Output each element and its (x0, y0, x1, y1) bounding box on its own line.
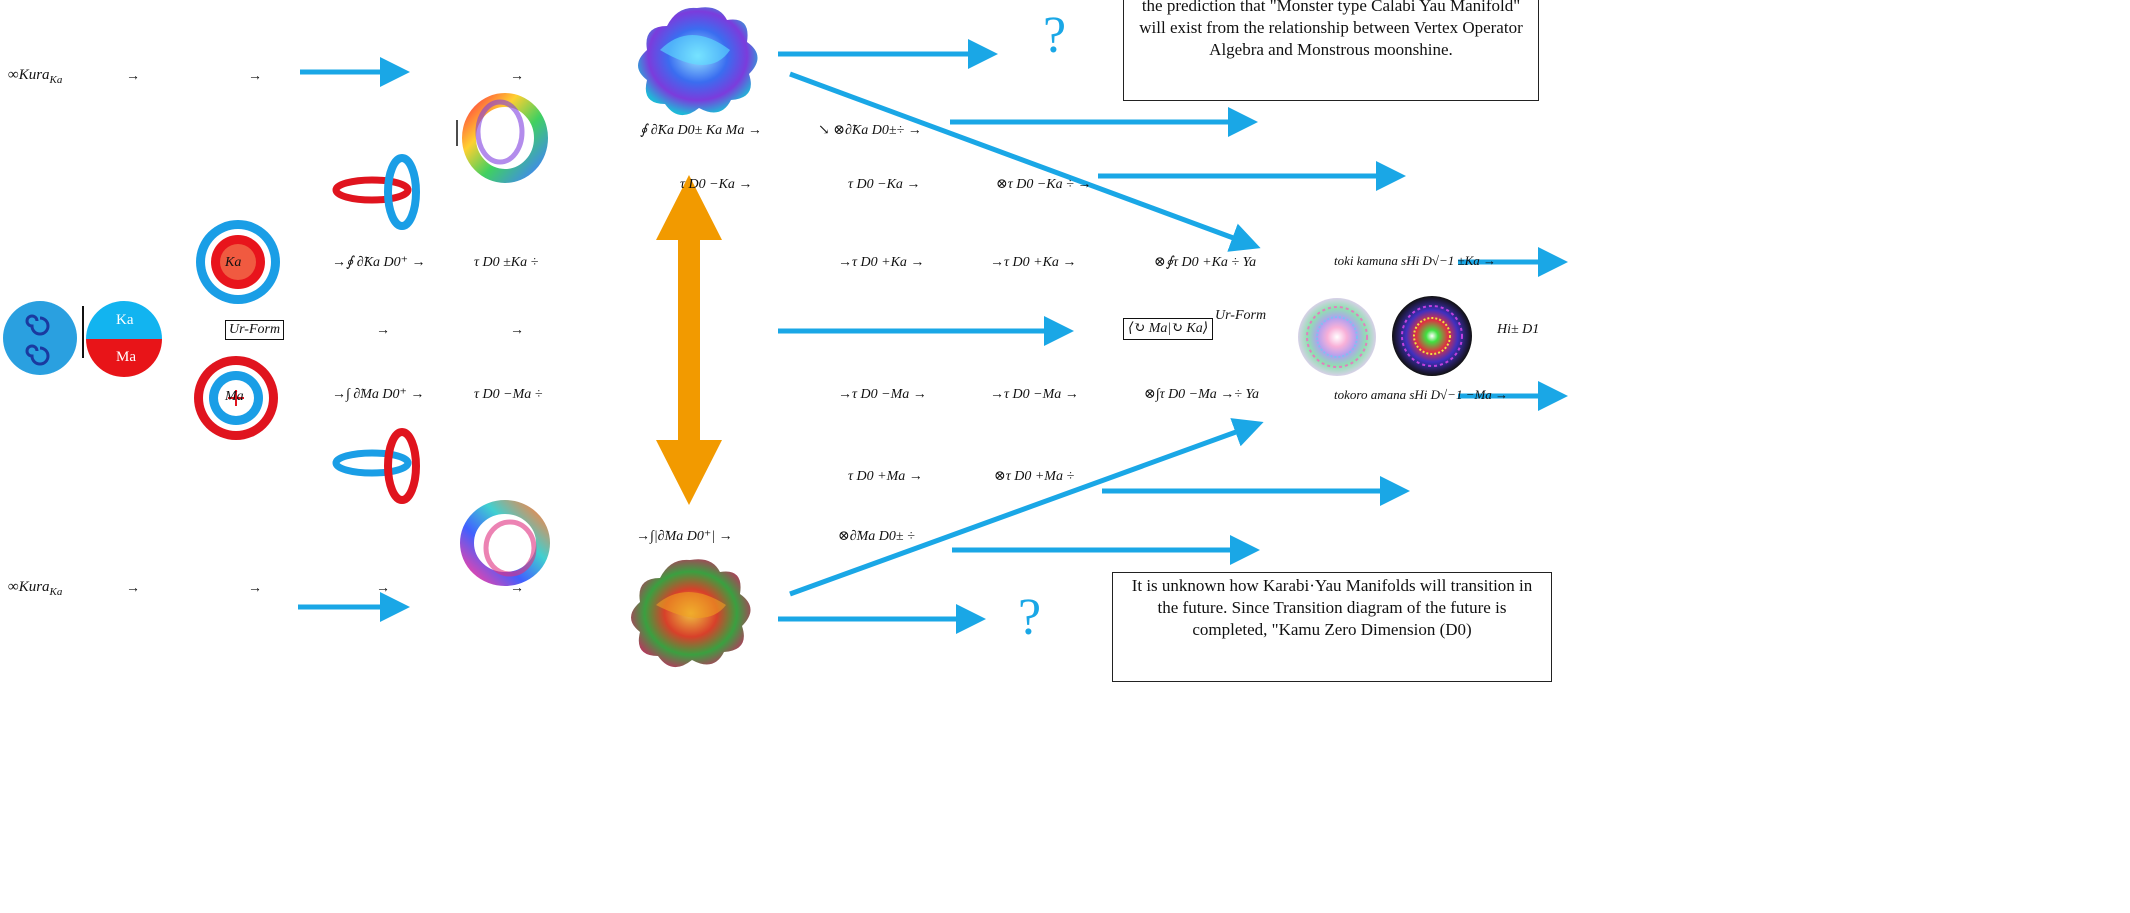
calabi-yau-top-icon (638, 7, 758, 116)
mandala-dark-icon (1392, 296, 1472, 376)
linked-rings-top-icon (332, 154, 420, 230)
formula-r3-a: →∮ ∂̃Ka D0⁺ → (332, 255, 426, 270)
rainbow-torus-top-icon (456, 93, 548, 183)
hi-label: Hi± D1 (1497, 322, 1540, 337)
kura-bottom-label: ∞KuraKa (8, 580, 62, 598)
note-bottom: It is unknown how Karabi·Yau Manifolds w… (1112, 572, 1552, 682)
question-mark-top: ? (1043, 7, 1067, 64)
formula-r3-d: →τ D0 +Ka → (990, 255, 1077, 270)
kura-bottom-sub: Ka (49, 586, 63, 598)
kura-bottom-text: ∞Kura (8, 579, 50, 595)
ur-form-right: Ur-Form (1215, 308, 1267, 323)
formula-r4-d: →τ D0 −Ma → (990, 387, 1079, 402)
formula-r3-b: τ D0 ±Ka ÷ (474, 255, 539, 270)
formula-r4-c: →τ D0 −Ma → (838, 387, 927, 402)
formula-r5-c: ⊗τ D0 +Ma ÷ (994, 469, 1075, 484)
formula-r6-c: ⊗∂̃Ma D0± ÷ (838, 529, 915, 544)
formula-r2-b: τ D0 −Ka → (848, 177, 921, 192)
orange-double-arrow (656, 175, 722, 505)
arrow (789, 71, 1261, 252)
arrow-text: → (126, 69, 140, 84)
arrow-text: → (510, 69, 524, 84)
calabi-yau-bottom-icon (631, 559, 751, 668)
formula-r4-a: →∫ ∂̃Ma D0⁺ → (332, 387, 425, 402)
formula-r3-e: ⊗∮τ D0 +Ka ÷ Ya (1154, 255, 1257, 270)
arrow-text: → (376, 323, 390, 338)
arrow-text: → (510, 323, 524, 338)
ring-ma-label: Ma (225, 389, 244, 404)
formula-r2-a: τ D0 −Ka → (680, 177, 753, 192)
formula-r1-b: ∮ ∂̃Ka D0± Ka Ma → (640, 123, 762, 138)
yinyang-ka-label: Ka (116, 312, 134, 328)
formula-r5-b: τ D0 +Ma → (848, 469, 923, 484)
ma-ring-icon (194, 356, 278, 440)
spiral-circle-icon (3, 301, 77, 375)
ka-ma-circle (86, 301, 162, 377)
ring-ka-label: Ka (225, 255, 242, 270)
formula-r4-e: ⊗∫τ D0 −Ma →÷ Ya (1144, 387, 1259, 402)
ka-ring-icon (196, 220, 280, 304)
formula-r4-f: tokoro amana sHi D√−1 −Ma → (1334, 387, 1509, 402)
note-top: the prediction that "Monster type Calabi… (1123, 0, 1539, 101)
arrow-text: → (376, 581, 390, 596)
blue-arrows (298, 39, 1568, 634)
mandala-light-icon (1298, 298, 1376, 376)
arrow-text: → (248, 69, 262, 84)
kura-top-label: ∞KuraKa (8, 68, 62, 86)
linked-rings-bottom-icon (332, 428, 420, 504)
arrow-text: → (510, 581, 524, 596)
formula-r4-b: τ D0 −Ma ÷ (474, 387, 543, 402)
formula-r6-b: →∫|∂̃Ma D0⁺| → (636, 529, 733, 544)
transition-diagram (3, 7, 1568, 668)
rainbow-torus-bottom-icon (460, 500, 550, 586)
formula-r1-c: ↘ ⊗∂̃Ka D0±÷ → (818, 123, 922, 138)
center-bracket: ⟨↻ Ma|↻ Ka⟩ (1123, 318, 1214, 340)
kura-top-text: ∞Kura (8, 67, 50, 83)
formula-r3-c: →τ D0 +Ka → (838, 255, 925, 270)
formula-r3-f: toki kamuna sHi D√−1 ±Ka → (1334, 253, 1497, 268)
ur-form-left: Ur-Form (225, 320, 285, 340)
question-mark-bottom: ? (1018, 589, 1042, 646)
arrow-text: → (248, 581, 262, 596)
arrow (789, 418, 1264, 597)
formula-r2-c: ⊗τ D0 −Ka ÷ → (996, 177, 1092, 192)
arrow-text: → (126, 581, 140, 596)
yinyang-ma-label: Ma (116, 349, 136, 365)
kura-top-sub: Ka (49, 74, 63, 86)
